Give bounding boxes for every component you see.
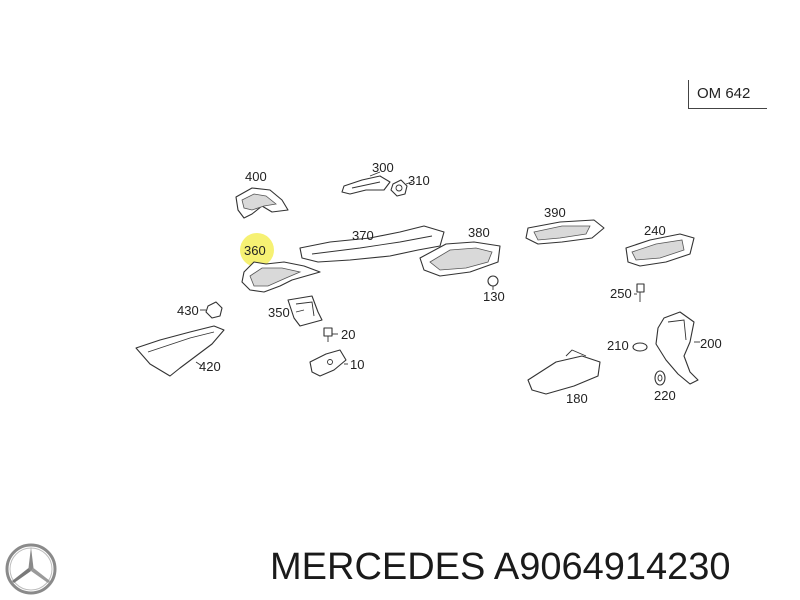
engine-code-box: OM 642 xyxy=(688,80,767,109)
callout-10: 10 xyxy=(350,357,364,372)
callout-240: 240 xyxy=(644,223,666,238)
callout-200: 200 xyxy=(700,336,722,351)
highlight-marker xyxy=(240,233,274,267)
part-420[interactable] xyxy=(135,325,225,377)
part-350[interactable] xyxy=(287,295,323,327)
engine-code: OM 642 xyxy=(697,85,751,102)
part-300[interactable] xyxy=(341,175,391,195)
part-10[interactable] xyxy=(309,349,347,377)
callout-380: 380 xyxy=(468,225,490,240)
part-180[interactable] xyxy=(527,349,601,395)
brand-name: MERCEDES xyxy=(270,546,486,588)
part-250[interactable] xyxy=(636,283,645,302)
callout-180: 180 xyxy=(566,391,588,406)
part-number: A9064914230 xyxy=(493,546,731,588)
part-360[interactable] xyxy=(241,261,321,293)
part-20[interactable] xyxy=(323,327,333,342)
part-130[interactable] xyxy=(487,275,499,287)
callout-400: 400 xyxy=(245,169,267,184)
part-370[interactable] xyxy=(299,225,445,263)
parts-diagram: 400 300 310 360 370 380 130 390 240 250 … xyxy=(135,160,722,406)
callout-310: 310 xyxy=(408,173,430,188)
part-220[interactable] xyxy=(654,370,666,386)
part-200[interactable] xyxy=(655,311,699,385)
leader-lines xyxy=(195,171,700,367)
part-240[interactable] xyxy=(625,233,695,267)
callout-430: 430 xyxy=(177,303,199,318)
callout-420: 420 xyxy=(199,359,221,374)
part-400[interactable] xyxy=(235,187,289,219)
callout-210: 210 xyxy=(607,338,629,353)
mercedes-star-icon xyxy=(5,543,57,595)
part-310[interactable] xyxy=(390,179,408,197)
callout-370: 370 xyxy=(352,228,374,243)
callout-20: 20 xyxy=(341,327,355,342)
part-380[interactable] xyxy=(419,241,501,277)
part-210[interactable] xyxy=(632,342,648,352)
callout-390: 390 xyxy=(544,205,566,220)
callout-360: 360 xyxy=(244,243,266,258)
callout-220: 220 xyxy=(654,388,676,403)
callout-300: 300 xyxy=(372,160,394,175)
part-390[interactable] xyxy=(525,219,605,245)
callout-130: 130 xyxy=(483,289,505,304)
callout-350: 350 xyxy=(268,305,290,320)
part-430[interactable] xyxy=(205,301,223,319)
part-title: MERCEDES A9064914230 xyxy=(270,546,731,589)
callout-250: 250 xyxy=(610,286,632,301)
